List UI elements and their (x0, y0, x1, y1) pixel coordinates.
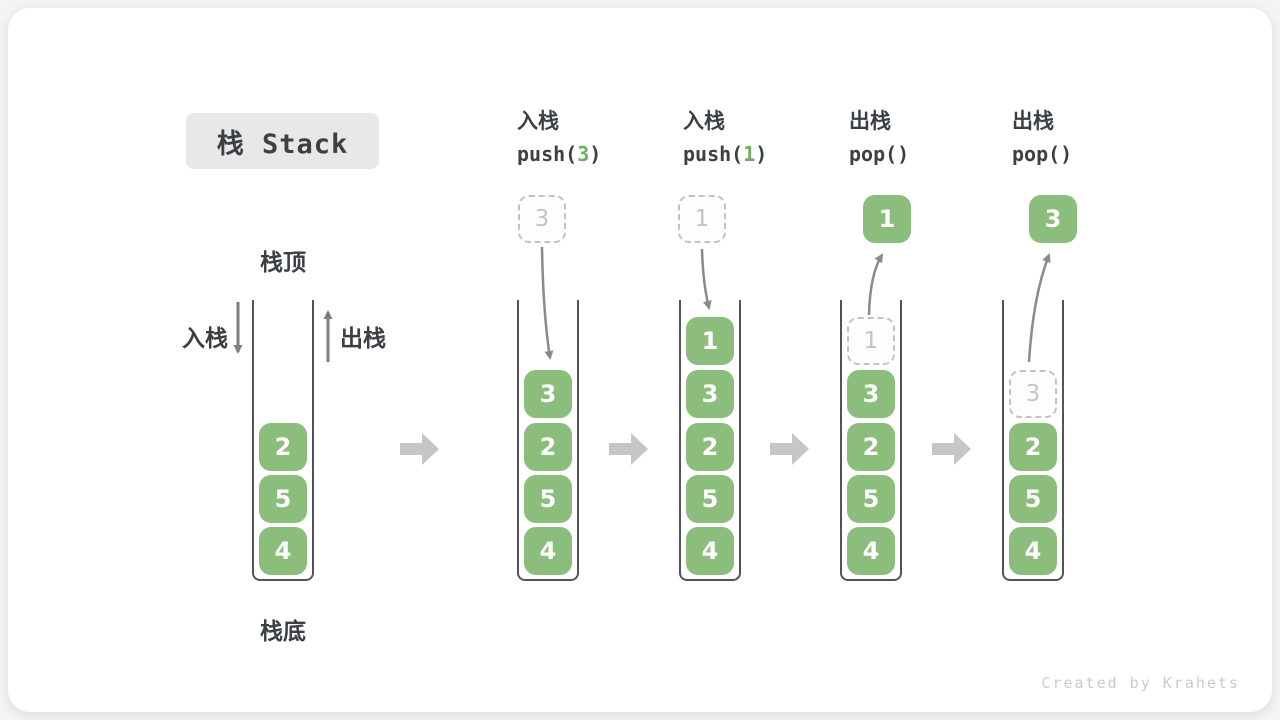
stack-cell: 2 (1009, 423, 1057, 471)
stack-cell: 4 (1009, 527, 1057, 575)
op-label-push-1: 入栈 push(1) (683, 106, 767, 172)
op-label-push-3: 入栈 push(3) (517, 106, 601, 172)
watermark: Created by Krahets (1041, 674, 1240, 692)
stack-well: 1 3 2 5 4 (840, 300, 902, 581)
op-name: 入栈 (517, 109, 559, 133)
code-fn: push( (517, 142, 578, 166)
popped-value-box: 3 (1029, 195, 1077, 243)
stack-well: 2 5 4 (252, 300, 314, 581)
stack-cell: 5 (1009, 475, 1057, 523)
step-arrow-icon (932, 433, 971, 465)
code-arg: 1 (743, 142, 756, 166)
stack-cell: 4 (259, 527, 307, 575)
stack-cell: 5 (524, 475, 572, 523)
pushed-value-box: 1 (678, 195, 726, 243)
code-fn: pop( (849, 142, 898, 166)
stack-well: 3 2 5 4 (517, 300, 579, 581)
op-name: 出栈 (849, 109, 891, 133)
stack-cell: 3 (847, 370, 895, 418)
op-code: pop() (1012, 136, 1072, 172)
push-direction-label: 入栈 (182, 326, 228, 352)
stack-bottom-label: 栈底 (260, 619, 306, 645)
code-arg: 3 (577, 142, 590, 166)
stack-cell: 2 (847, 423, 895, 471)
step-arrow-icon (770, 433, 809, 465)
stack-cell: 4 (847, 527, 895, 575)
op-code: push(1) (683, 136, 767, 172)
stack-cell: 2 (686, 423, 734, 471)
stack-cell: 5 (259, 475, 307, 523)
code-fn: push( (683, 142, 744, 166)
op-code: pop() (849, 136, 909, 172)
stack-cell: 1 (686, 317, 734, 365)
stack-cell: 4 (524, 527, 572, 575)
op-code: push(3) (517, 136, 601, 172)
diagram-title: 栈 Stack (186, 113, 379, 169)
op-label-pop-2: 出栈 pop() (1012, 106, 1072, 172)
code-close: ) (755, 142, 768, 166)
stack-well: 3 2 5 4 (1002, 300, 1064, 581)
stack-well: 1 3 2 5 4 (679, 300, 741, 581)
code-close: ) (1060, 142, 1073, 166)
step-arrow-icon (400, 433, 439, 465)
op-label-pop-1: 出栈 pop() (849, 106, 909, 172)
stack-cell: 4 (686, 527, 734, 575)
stack-cell: 3 (686, 370, 734, 418)
pop-direction-label: 出栈 (340, 326, 386, 352)
op-name: 入栈 (683, 109, 725, 133)
code-close: ) (589, 142, 602, 166)
step-arrow-icon (609, 433, 648, 465)
stack-cell: 5 (686, 475, 734, 523)
code-fn: pop( (1012, 142, 1061, 166)
stack-cell: 2 (259, 423, 307, 471)
op-name: 出栈 (1012, 109, 1054, 133)
popped-value-box: 1 (863, 195, 911, 243)
stack-cell: 2 (524, 423, 572, 471)
stack-cell: 3 (524, 370, 572, 418)
stack-top-label: 栈顶 (260, 250, 306, 276)
pushed-value-box: 3 (518, 195, 566, 243)
ghost-cell: 3 (1009, 370, 1057, 418)
code-close: ) (897, 142, 910, 166)
stack-cell: 5 (847, 475, 895, 523)
ghost-cell: 1 (847, 317, 895, 365)
